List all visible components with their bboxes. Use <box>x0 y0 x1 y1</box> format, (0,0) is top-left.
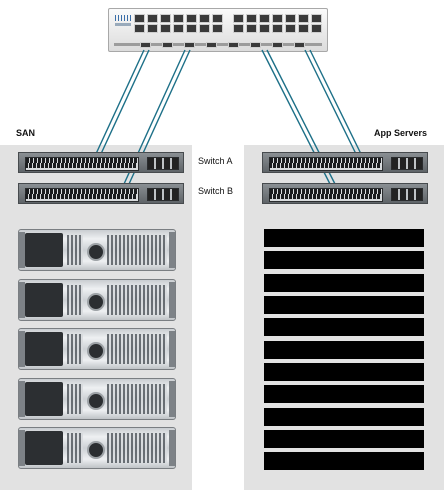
core-port <box>272 14 283 23</box>
core-port <box>212 14 223 23</box>
core-port <box>272 42 283 48</box>
storage-array-icon <box>18 328 176 370</box>
san-switch-b <box>18 183 184 204</box>
core-port <box>259 14 270 23</box>
core-port <box>160 24 171 33</box>
san-switch-a <box>18 152 184 173</box>
rack-server-icon <box>264 408 424 426</box>
rack-server-icon <box>264 430 424 448</box>
core-port <box>147 14 158 23</box>
core-port <box>298 24 309 33</box>
core-port <box>246 24 257 33</box>
app-servers-label: App Servers <box>374 128 428 138</box>
storage-array-icon <box>18 378 176 420</box>
rack-server-icon <box>264 363 424 381</box>
core-port <box>199 24 210 33</box>
cable <box>304 49 358 157</box>
core-port <box>147 24 158 33</box>
rack-server-icon <box>264 318 424 336</box>
core-port <box>250 42 261 48</box>
rack-server-icon <box>264 296 424 314</box>
core-port <box>298 14 309 23</box>
core-port <box>285 14 296 23</box>
core-port <box>199 14 210 23</box>
core-port <box>285 24 296 33</box>
core-port <box>186 14 197 23</box>
core-port <box>173 14 184 23</box>
storage-array-icon <box>18 229 176 271</box>
cable <box>94 49 145 157</box>
core-port <box>228 42 239 48</box>
rack-server-icon <box>264 274 424 292</box>
core-port <box>233 24 244 33</box>
core-port <box>134 24 145 33</box>
core-port <box>311 24 322 33</box>
core-port <box>186 24 197 33</box>
storage-array-icon <box>18 427 176 469</box>
core-port <box>259 24 270 33</box>
san-label: SAN <box>16 128 36 138</box>
core-port <box>173 24 184 33</box>
dell-logo-icon <box>87 392 105 410</box>
core-port <box>160 14 171 23</box>
core-port <box>311 14 322 23</box>
core-port <box>134 14 145 23</box>
app-switch-a <box>262 152 428 173</box>
core-port <box>206 42 217 48</box>
cisco-logo-icon <box>115 15 131 21</box>
core-port <box>272 24 283 33</box>
rack-server-icon <box>264 452 424 470</box>
cable <box>99 49 150 157</box>
switch-b-label: Switch B <box>198 186 234 196</box>
core-port <box>140 42 151 48</box>
dell-logo-icon <box>87 243 105 261</box>
rack-server-icon <box>264 341 424 359</box>
core-port <box>246 14 257 23</box>
storage-array-icon <box>18 279 176 321</box>
cable <box>309 49 363 157</box>
rack-server-icon <box>264 251 424 269</box>
core-port <box>162 42 173 48</box>
dell-logo-icon <box>87 441 105 459</box>
rack-server-icon <box>264 385 424 403</box>
rack-server-icon <box>264 229 424 247</box>
core-port <box>233 14 244 23</box>
switch-a-label: Switch A <box>198 156 233 166</box>
app-switch-b <box>262 183 428 204</box>
core-port <box>184 42 195 48</box>
dell-logo-icon <box>87 342 105 360</box>
core-port <box>212 24 223 33</box>
dell-logo-icon <box>87 293 105 311</box>
core-port <box>294 42 305 48</box>
